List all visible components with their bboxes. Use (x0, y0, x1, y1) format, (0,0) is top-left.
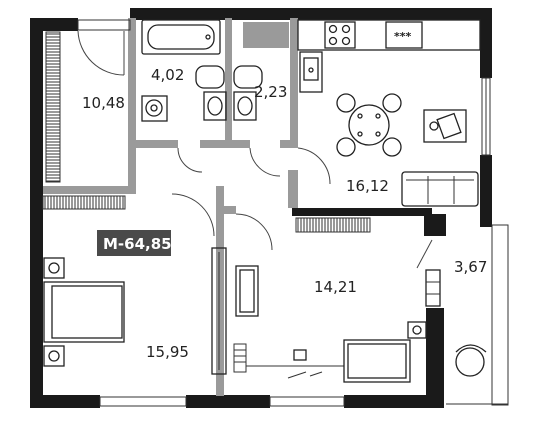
area-label-kitchen-living: 16,12 (346, 177, 389, 195)
room-labels: 10,48 4,02 2,23 16,12 3,67 14,21 15,95 (82, 66, 487, 361)
bedroom-sw-furniture (43, 257, 125, 367)
kitchen-fixtures: *** (297, 19, 481, 93)
sofa-kitchen (401, 171, 479, 207)
area-label-room-center: 14,21 (314, 278, 357, 296)
stove-marks: *** (394, 30, 412, 43)
total-area-badge: M-64,85 (97, 230, 172, 256)
door-swings (77, 30, 433, 269)
plant-decor-icon (423, 109, 467, 143)
area-label-bathroom: 4,02 (151, 66, 184, 84)
area-label-bedroom-sw: 15,95 (146, 343, 189, 361)
area-label-balcony: 3,67 (454, 258, 487, 276)
bathroom-fixtures (141, 19, 263, 122)
center-room-furniture (211, 247, 427, 383)
dining-set (336, 93, 402, 157)
area-label-wc: 2,23 (254, 83, 287, 101)
total-area-text: M-64,85 (103, 235, 172, 253)
windows (77, 19, 509, 407)
radiator-hatches (42, 31, 371, 233)
exterior-walls (30, 8, 492, 408)
partitions (43, 18, 298, 396)
area-label-bedroom-nw: 10,48 (82, 94, 125, 112)
balcony-furniture (425, 269, 487, 377)
